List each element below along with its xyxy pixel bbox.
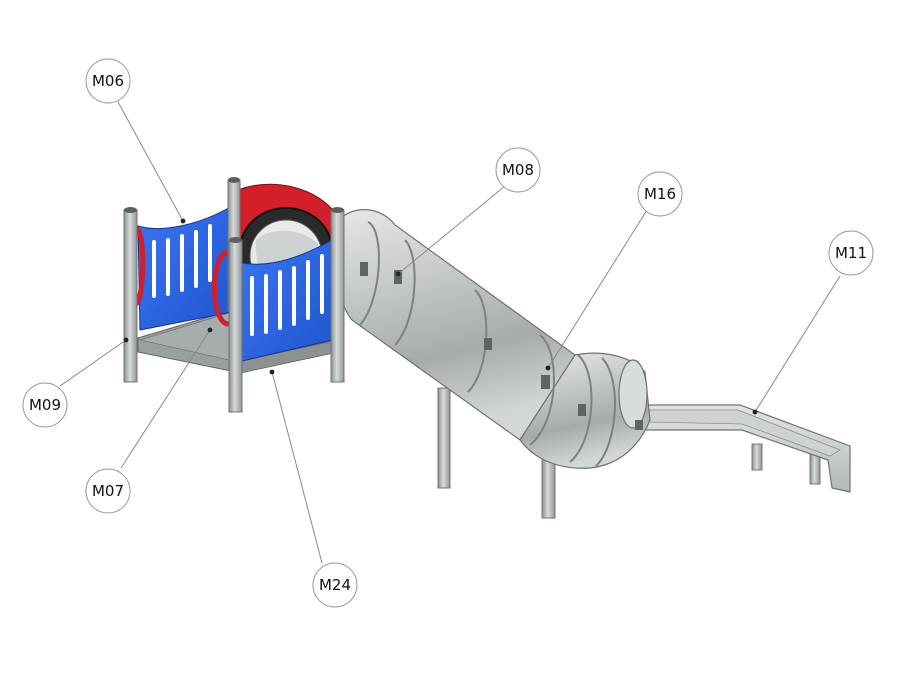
callout-m08: M08 — [495, 147, 541, 193]
callout-label: M08 — [502, 161, 534, 179]
post-cap — [331, 207, 344, 213]
tube-ring — [595, 357, 616, 467]
tube-clamp — [394, 270, 402, 284]
callout-label: M06 — [92, 72, 124, 90]
leader-line-m11 — [754, 275, 841, 413]
callout-m09: M09 — [22, 382, 68, 428]
callout-m11: M11 — [828, 230, 874, 276]
callout-label: M09 — [29, 396, 61, 414]
callout-bubble — [312, 562, 358, 608]
tube-ring — [394, 239, 416, 346]
tube-clamp — [578, 404, 586, 416]
post-back-left — [123, 209, 138, 383]
leader-lines — [59, 101, 841, 564]
tube-clamp — [635, 420, 643, 430]
callout-bubble — [85, 468, 131, 514]
leader-line-m24 — [271, 371, 323, 564]
leader-arrowheads — [123, 218, 758, 415]
callout-label: M11 — [835, 244, 867, 262]
post-cap — [124, 207, 137, 213]
callout-m07: M07 — [85, 468, 131, 514]
callout-label: M24 — [319, 576, 351, 594]
tube-slide-upper — [333, 209, 576, 441]
leader-line-m06 — [117, 101, 184, 222]
tube-exit-mouth — [618, 359, 648, 429]
post-front-right — [330, 209, 345, 383]
leader-line-m16 — [547, 209, 648, 369]
callout-bubble — [22, 382, 68, 428]
panel-back-left-slots — [152, 224, 212, 298]
callout-bubble — [637, 171, 683, 217]
handrail-red — [133, 225, 146, 307]
leader-line-m08 — [397, 185, 506, 275]
callout-m16: M16 — [637, 171, 683, 217]
post-front-center — [228, 239, 243, 413]
tube-clamp — [360, 262, 368, 276]
tower-assembly — [123, 177, 345, 413]
slide-support-leg — [437, 387, 451, 489]
callout-bubble — [85, 58, 131, 104]
callout-bubble — [495, 147, 541, 193]
tube-ring — [359, 221, 380, 326]
callout-label: M07 — [92, 482, 124, 500]
post-cap — [228, 177, 240, 183]
grab-handle-red — [212, 249, 231, 327]
exit-chute — [639, 404, 851, 493]
leader-line-m09 — [59, 339, 127, 387]
tube-clamp — [541, 375, 550, 389]
slide-assembly — [333, 209, 851, 519]
leader-line-m07 — [120, 329, 211, 469]
post-cap — [229, 237, 242, 243]
tube-clamp — [484, 338, 492, 350]
tube-ring — [529, 334, 555, 446]
chute-support-leg — [751, 443, 763, 471]
callout-bubble — [828, 230, 874, 276]
panel-front-slots — [250, 254, 324, 336]
callout-m24: M24 — [312, 562, 358, 608]
callout-label: M16 — [644, 185, 676, 203]
tube-ring — [569, 354, 593, 463]
callout-m06: M06 — [85, 58, 131, 104]
